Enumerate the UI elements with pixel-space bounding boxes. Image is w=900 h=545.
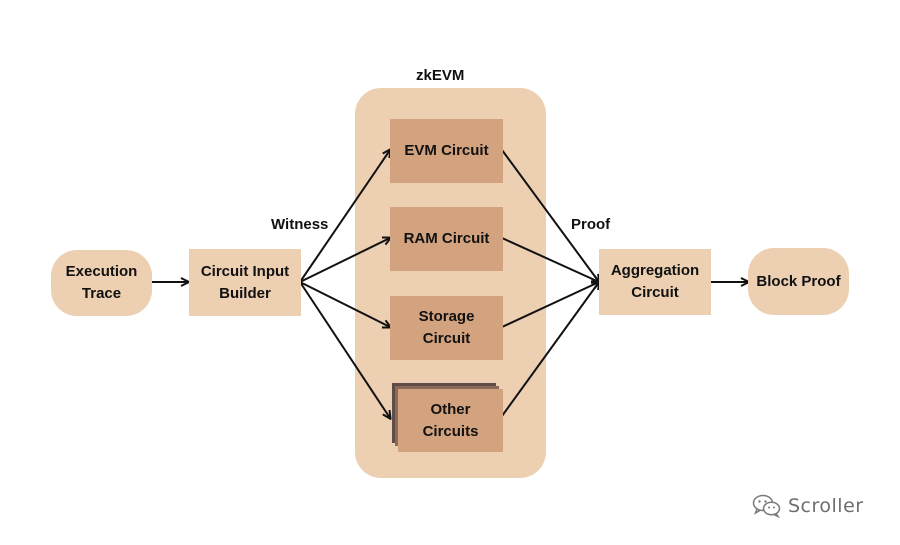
circuit-input-builder-label: Circuit Input Builder — [200, 262, 290, 302]
edge-builder-to-storage — [299, 281, 390, 327]
edge-builder-to-evm — [299, 150, 390, 283]
block-proof-node: Block Proof — [748, 248, 849, 315]
watermark: Scroller — [752, 494, 864, 518]
other-circuits-label: Other Circuits — [422, 400, 479, 440]
edge-storage-to-aggregation — [501, 282, 599, 328]
edge-builder-to-ram — [299, 238, 390, 283]
edge-ram-to-aggregation — [501, 237, 599, 282]
execution-trace-label: Execution Trace — [65, 263, 138, 302]
aggregation-circuit-node: Aggregation Circuit — [599, 249, 711, 315]
witness-label: Witness — [271, 216, 329, 233]
storage-circuit-label: Storage Circuit — [418, 308, 475, 347]
evm-circuit-label: EVM Circuit — [404, 142, 489, 159]
edge-evm-to-aggregation — [501, 149, 599, 282]
evm-circuit-node: EVM Circuit — [390, 119, 503, 183]
ram-circuit-label: RAM Circuit — [403, 230, 490, 247]
circuit-input-builder-node: Circuit Input Builder — [189, 249, 301, 316]
storage-circuit-node: Storage Circuit — [390, 296, 503, 360]
ram-circuit-node: RAM Circuit — [390, 207, 503, 271]
edge-other-to-aggregation — [501, 282, 599, 417]
other-circuits-node: Other Circuits — [398, 389, 503, 452]
execution-trace-node: Execution Trace — [51, 250, 152, 316]
proof-label: Proof — [571, 216, 611, 233]
wechat-icon — [752, 494, 781, 518]
edge-builder-to-other — [299, 281, 390, 418]
watermark-text: Scroller — [788, 495, 864, 517]
block-proof-label: Block Proof — [756, 272, 841, 290]
aggregation-circuit-label: Aggregation Circuit — [610, 262, 700, 301]
zkevm-group-title: zkEVM — [416, 67, 465, 84]
